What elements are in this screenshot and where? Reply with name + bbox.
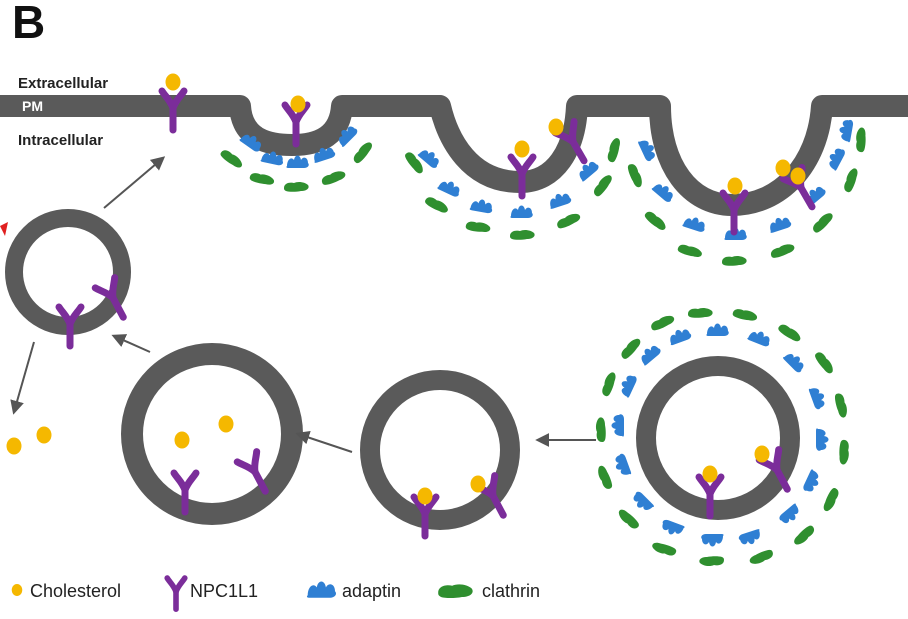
clathrin-icon (438, 584, 473, 599)
plasma-membrane (0, 95, 908, 216)
vesicle-released (121, 343, 303, 525)
pm-label: PM (22, 98, 43, 114)
legend-item-adaptin: adaptin (306, 581, 401, 601)
coated-vesicle (595, 306, 851, 567)
npc1l1-icon (167, 578, 185, 609)
legend-item-cholesterol: Cholesterol (11, 581, 121, 601)
extracellular-label: Extracellular (18, 75, 108, 92)
adaptin-icon (306, 581, 337, 598)
intracellular-label: Intracellular (18, 132, 103, 149)
pathway-arrows (10, 156, 596, 453)
legend-label-npc1l1: NPC1L1 (190, 581, 258, 601)
legend-item-npc1l1: NPC1L1 (167, 578, 258, 609)
free-cholesterol (6, 426, 52, 455)
accent-mark (0, 222, 8, 236)
legend-item-clathrin: clathrin (438, 581, 540, 601)
panel-label: B (12, 0, 45, 48)
legend: Cholesterol NPC1L1 adaptin clathrin (11, 578, 540, 609)
legend-label-clathrin: clathrin (482, 581, 540, 601)
legend-label-adaptin: adaptin (342, 581, 401, 601)
recycling-vesicle (5, 209, 133, 346)
legend-label-cholesterol: Cholesterol (30, 581, 121, 601)
vesicle-bound (360, 370, 520, 536)
cholesterol-icon (11, 584, 23, 596)
